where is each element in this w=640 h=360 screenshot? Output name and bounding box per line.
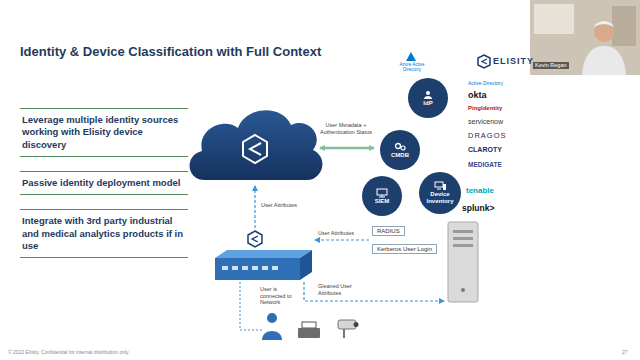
network-switch-part <box>215 250 312 258</box>
vendor-logo: servicenow <box>468 118 503 126</box>
gleaned-arrow <box>304 282 444 301</box>
point-band: Leverage multiple identity sources worki… <box>20 108 188 157</box>
metadata-arrow-part <box>320 147 374 150</box>
cloud-part <box>243 135 267 163</box>
vendor-logo: okta <box>468 90 487 101</box>
printer-icon-part <box>302 322 316 328</box>
device-label: User is connected to Network <box>260 286 300 306</box>
auth-box: RADIUS <box>372 226 405 236</box>
auth-box: Kerberos User Login <box>372 244 437 254</box>
source-icon <box>376 188 388 198</box>
elisity-logo-icon <box>478 55 490 68</box>
camera-icon-part <box>354 322 359 327</box>
source-circle: Device Inventory <box>419 172 461 214</box>
network-switch-part <box>272 266 278 270</box>
printer-icon-part <box>298 328 320 338</box>
vendor-logo: splunk> <box>462 203 494 213</box>
point-band: Passive identity deployment model <box>20 171 188 195</box>
vendor-logo: Azure Active Directory <box>394 62 430 73</box>
network-switch-part <box>252 266 258 270</box>
speaker-name: Kevin Regan <box>533 62 569 69</box>
source-icon <box>434 181 446 191</box>
device-links <box>240 282 262 330</box>
network-switch-part <box>242 266 248 270</box>
webcam-part <box>612 6 636 46</box>
gleaned-arrow-part <box>304 282 444 301</box>
webcam-part <box>582 46 626 75</box>
logo-text: ELISITY <box>493 56 534 67</box>
cloud-part <box>250 143 261 155</box>
network-switch-part <box>215 258 300 280</box>
webcam-part <box>594 22 614 42</box>
box-label: RADIUS <box>377 228 400 234</box>
server-part <box>461 288 465 292</box>
cloud-part <box>190 110 323 180</box>
attributes-arrow <box>315 240 369 241</box>
circle-label: SIEM <box>375 198 390 205</box>
server <box>448 222 478 302</box>
source-icon <box>394 142 406 152</box>
camera-icon-part <box>338 320 356 329</box>
network-switch-part <box>222 266 228 270</box>
uplink-arrow-part <box>254 186 255 228</box>
azure-icon-part <box>406 52 416 61</box>
arrow-label: User Attributes <box>261 202 299 209</box>
circle-label: IdP <box>423 100 432 107</box>
footer-note: © 2022 Elisity. Confidential for interna… <box>8 349 130 355</box>
network-switch-part <box>300 250 312 280</box>
vendor-logo: PingIdentity <box>468 105 502 112</box>
camera-icon <box>338 320 359 338</box>
elisity-logo-icon-part <box>478 55 490 68</box>
cloud <box>190 110 323 180</box>
user-icon-part <box>262 331 282 340</box>
device-links-part <box>240 282 262 330</box>
arrow-label: Gleaned User Attributes <box>318 283 364 296</box>
box-label: Kerberos User Login <box>377 246 432 252</box>
elisity-hex-icon <box>248 231 262 247</box>
point-text: Leverage multiple identity sources worki… <box>22 114 186 151</box>
server-part <box>453 237 473 240</box>
source-circle: IdP <box>408 78 448 118</box>
network-switch-part <box>232 266 238 270</box>
circle-label: CMDB <box>391 152 409 159</box>
server-part <box>453 230 473 233</box>
attributes-arrow-part <box>315 239 369 240</box>
circle-label: Device Inventory <box>424 191 456 204</box>
webcam-part <box>534 4 574 34</box>
printer-icon <box>298 322 320 338</box>
camera-icon-part <box>343 329 345 338</box>
azure-icon <box>406 52 416 61</box>
webcam-part <box>594 21 614 28</box>
arrow-label: User Attributes <box>318 230 354 237</box>
arrow-label: User Metadata + Authentication Status <box>310 122 382 135</box>
webcam-part <box>530 0 640 75</box>
elisity-hex-icon-part <box>252 236 258 242</box>
point-band: Integrate with 3rd party industrial and … <box>20 209 188 258</box>
user-icon-part <box>267 313 277 323</box>
page-number: 27 <box>622 349 628 355</box>
webcam <box>530 0 640 75</box>
network-switch <box>215 250 312 280</box>
slide-title: Identity & Device Classification with Fu… <box>20 44 321 60</box>
point-text: Passive identity deployment model <box>22 177 186 189</box>
vendor-logo: MEDIGATE <box>468 161 502 169</box>
elisity-hex-icon-part <box>248 231 262 247</box>
uplink-arrow <box>255 186 256 228</box>
vendor-logo: Active Directory <box>468 80 503 86</box>
server-part <box>448 222 478 302</box>
source-circle: CMDB <box>380 130 420 170</box>
vendor-logo: DRAGOS <box>468 131 507 140</box>
source-icon <box>422 90 434 100</box>
network-switch-part <box>262 266 268 270</box>
user-icon <box>262 313 282 340</box>
elisity-logo-icon-part <box>482 59 487 64</box>
vendor-logo: CLAROTY <box>468 146 502 154</box>
source-circle: SIEM <box>362 176 402 216</box>
point-text: Integrate with 3rd party industrial and … <box>22 215 186 252</box>
vendor-logo: tenable <box>466 186 494 196</box>
metadata-arrow <box>320 148 374 149</box>
server-part <box>453 244 473 247</box>
